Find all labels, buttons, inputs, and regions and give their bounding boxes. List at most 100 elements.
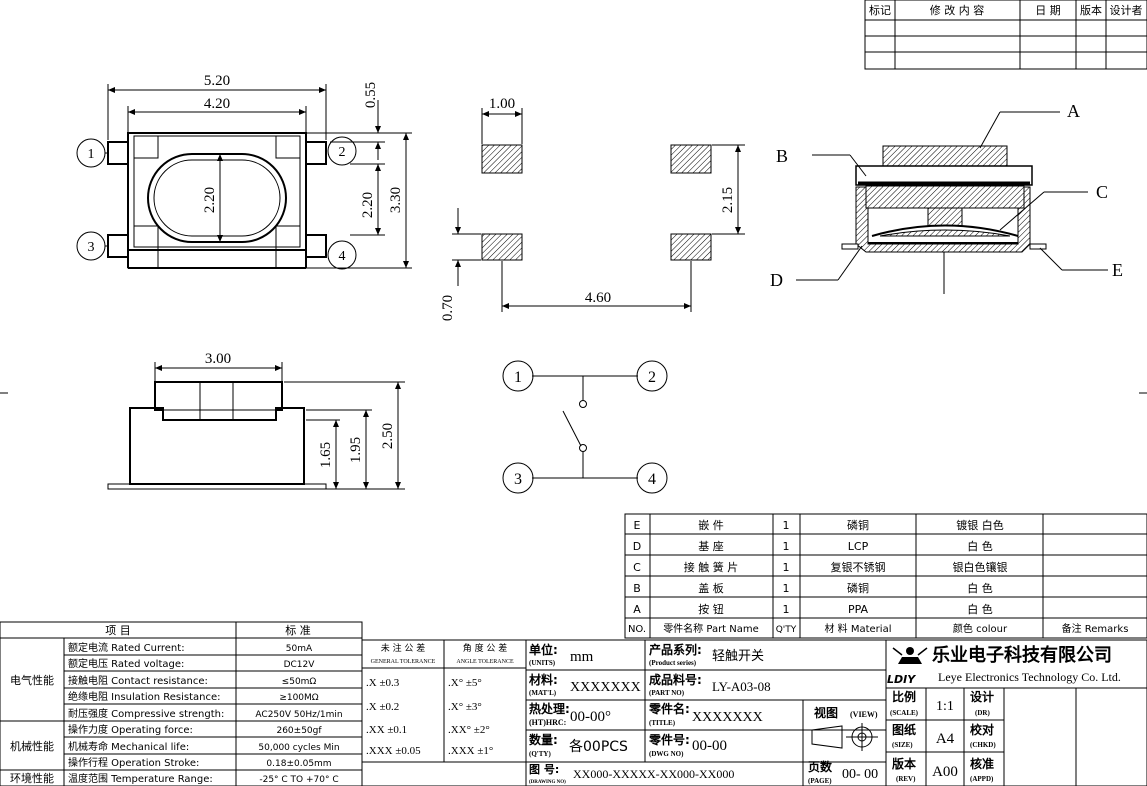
- units-value: mm: [570, 649, 594, 665]
- schematic-pin-3: 3: [514, 471, 522, 488]
- company-name-cn: 乐业电子科技有限公司: [932, 644, 1112, 666]
- logo-text: LDIY: [887, 673, 916, 686]
- bom-part-name: 接 触 簧 片: [684, 560, 739, 574]
- bom-label: C: [633, 561, 641, 574]
- bom-part-name: 按 钮: [698, 602, 724, 616]
- bom-header-row: NO. 零件名称 Part Name Q'TY 材 料 Material 颜色 …: [628, 622, 1128, 635]
- dim-top-gap: 0.55: [363, 82, 379, 108]
- bom-qty: 1: [783, 603, 790, 616]
- size-value: A4: [936, 731, 955, 747]
- bom-label: D: [633, 540, 641, 553]
- part-no-en: (PART NO): [649, 689, 685, 697]
- spec-std: 0.18±0.05mm: [266, 759, 331, 769]
- approved-label: 核准: [970, 756, 994, 771]
- section-label-e: E: [1112, 260, 1123, 280]
- bom-material: 复银不锈钢: [831, 560, 886, 574]
- dim-inner-width: 4.20: [204, 96, 230, 112]
- dim-overall-height: 3.30: [388, 187, 404, 213]
- bom-material: 磷铜: [847, 518, 869, 532]
- spec-item: 温度范围 Temperature Range:: [68, 772, 213, 785]
- bom-row: A 按 钮 1 PPA 白 色: [633, 602, 993, 616]
- top-pin-3-label: 3: [88, 240, 95, 255]
- company-name-en: Leye Electronics Technology Co. Ltd.: [938, 670, 1121, 684]
- rev-label: 版本: [892, 756, 916, 771]
- scale-en: (SCALE): [890, 709, 919, 717]
- checked-en: (CHKD): [970, 741, 996, 749]
- size-label: 图纸: [892, 722, 916, 737]
- rev-header-version: 版本: [1080, 3, 1102, 17]
- section-label-b: B: [776, 146, 788, 166]
- bom-label: B: [633, 582, 641, 595]
- dim-side-h1: 1.65: [318, 442, 334, 468]
- section-label-d: D: [770, 270, 783, 290]
- projection-symbol-icon: [811, 723, 878, 751]
- pad-layout: 1.00 2.15 0.70 4.60: [440, 96, 745, 321]
- spec-group-environmental: 环境性能: [10, 771, 54, 785]
- tolerance-general: .X ±0.2: [366, 701, 399, 713]
- drawing-no-value: XX000-XXXXX-XX000-XX000: [573, 767, 734, 781]
- tolerance-general: .X ±0.3: [366, 677, 400, 689]
- tolerance-angle: .XXX ±1°: [448, 745, 493, 757]
- spec-std: ≥100MΩ: [279, 693, 318, 703]
- title-value: XXXXXXX: [692, 710, 763, 725]
- series-value: 轻触开关: [712, 649, 764, 664]
- scale-label: 比例: [892, 689, 916, 704]
- dim-pad-pitch: 2.15: [720, 187, 736, 213]
- bom-material: PPA: [848, 603, 869, 616]
- drawing-no-label: 图 号:: [529, 763, 559, 776]
- heat-treat-en: (HT)HRC:: [529, 718, 566, 727]
- page-label: 页数: [808, 759, 833, 774]
- bom-header-qty: Q'TY: [776, 625, 797, 635]
- dim-oval-height: 2.20: [202, 187, 218, 213]
- rev-header-content: 修 改 内 容: [930, 3, 985, 17]
- bom-header-colour: 颜色 colour: [953, 622, 1008, 635]
- bom-material: LCP: [848, 540, 869, 553]
- scale-value: 1:1: [936, 699, 954, 714]
- spec-item: 额定电流 Rated Current:: [68, 641, 185, 654]
- view-label: 视图: [814, 705, 838, 720]
- bom-header-material: 材 料 Material: [825, 622, 892, 635]
- spec-item: 机械寿命 Mechanical life:: [68, 740, 189, 753]
- part-no-value: LY-A03-08: [712, 679, 771, 694]
- bom-part-name: 盖 板: [698, 581, 724, 595]
- angle-tolerance-subtitle: ANGLE TOLERANCE: [456, 659, 514, 665]
- spec-header-item: 项 目: [105, 624, 131, 637]
- section-view: A B C D E: [770, 101, 1123, 294]
- bom-header-no: NO.: [628, 624, 646, 635]
- bom-qty: 1: [783, 582, 790, 595]
- bom-qty: 1: [783, 561, 790, 574]
- bom-table: E 嵌 件 1 磷铜 镀银 白色 D 基 座 1 LCP 白 色 C 接 触 簧…: [624, 513, 1147, 639]
- switch-schematic: 1 2 3 4: [502, 360, 668, 494]
- spec-item: 绝缘电阻 Insulation Resistance:: [68, 690, 221, 703]
- section-label-c: C: [1096, 182, 1108, 202]
- tolerance-general: .XXX ±0.05: [366, 745, 421, 757]
- dim-pad-span: 4.60: [585, 290, 611, 306]
- bom-row: E 嵌 件 1 磷铜 镀银 白色: [634, 518, 1004, 532]
- dwg-no-value: 00-00: [692, 738, 727, 754]
- dim-outer-width: 5.20: [204, 73, 230, 89]
- dim-side-h2: 1.95: [348, 437, 364, 463]
- bom-colour: 银白色镶银: [953, 560, 1008, 574]
- spec-header-std: 标 准: [285, 623, 311, 637]
- rev-value: A00: [932, 764, 958, 780]
- drawing-no-en: (DRAWING NO): [529, 780, 566, 785]
- tolerance-angle: .X° ±5°: [448, 677, 482, 689]
- spec-std: 50,000 cycles Min: [258, 743, 339, 753]
- bom-material: 磷铜: [847, 581, 869, 595]
- rev-header-mark: 标记: [869, 3, 891, 17]
- rev-en: (REV): [896, 775, 916, 783]
- company-logo-icon: LDIY: [887, 647, 928, 686]
- view-en: (VIEW): [850, 710, 878, 719]
- bom-row: C 接 触 簧 片 1 复银不锈钢 银白色镶银: [633, 560, 1007, 574]
- section-label-a: A: [1067, 101, 1080, 121]
- material-en: (MAT'L): [529, 689, 557, 697]
- bom-colour: 白 色: [967, 539, 993, 553]
- schematic-pin-2: 2: [648, 369, 656, 386]
- page-en: (PAGE): [808, 777, 832, 785]
- bom-colour: 镀银 白色: [956, 518, 1004, 532]
- tolerance-angle: .X° ±3°: [448, 701, 482, 713]
- dwg-no-en: (DWG NO): [649, 750, 684, 758]
- spec-item: 操作力度 Operating force:: [68, 723, 193, 736]
- dim-pad-width: 1.00: [489, 96, 515, 112]
